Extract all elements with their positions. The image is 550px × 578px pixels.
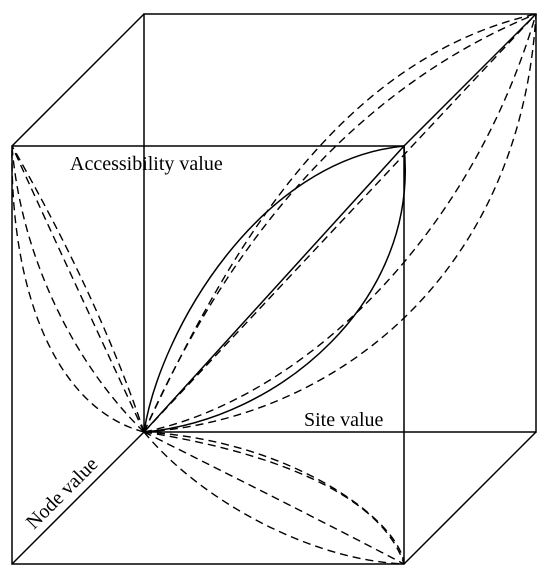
left-dashed-2: [11, 145, 145, 433]
dashed-curve-lower-2: [143, 13, 537, 433]
bottom-dashed-1: [143, 431, 405, 565]
edge-top-right: [403, 13, 537, 147]
upper-solid-curve: [143, 145, 405, 433]
edge-top-left: [11, 13, 145, 147]
accessibility-curves: [143, 145, 406, 433]
lower-solid-curve: [143, 145, 406, 433]
bottom-face-curves: [143, 431, 405, 565]
node-value-axis: [11, 431, 145, 565]
front-face: [11, 145, 405, 565]
bottom-dashed-4: [143, 431, 405, 565]
bottom-dashed-2: [143, 431, 405, 565]
node-value-label: Node value: [22, 453, 102, 533]
dashed-curve-upper-2: [143, 13, 537, 433]
back-face: [143, 13, 537, 433]
cube-edges: [11, 13, 537, 565]
long-dashed-diagonal: [143, 13, 537, 433]
accessibility-value-label: Accessibility value: [70, 153, 223, 175]
left-dashed-3: [11, 145, 145, 433]
left-dashed-4: [11, 145, 145, 433]
edge-bottom-right: [403, 431, 537, 565]
dashed-curve-lower-1: [143, 13, 537, 433]
left-dashed-1: [11, 145, 145, 433]
bottom-dashed-3: [143, 431, 405, 565]
site-curves: [143, 13, 537, 433]
left-face-curves: [11, 145, 145, 433]
diagonal-line: [143, 145, 405, 433]
site-value-label: Site value: [304, 409, 384, 431]
